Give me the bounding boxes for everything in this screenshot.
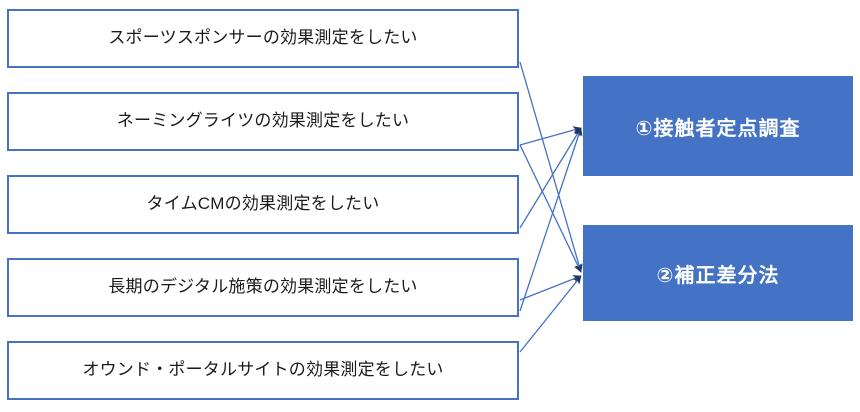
need-label-4: 長期のデジタル施策の効果測定をしたい bbox=[108, 277, 418, 297]
need-label-3: タイムCMの効果測定をしたい bbox=[146, 194, 380, 214]
need-label-5: オウンド・ポータルサイトの効果測定をしたい bbox=[82, 360, 444, 380]
need-box-3[interactable]: タイムCMの効果測定をしたい bbox=[7, 175, 519, 234]
need-box-5[interactable]: オウンド・ポータルサイトの効果測定をしたい bbox=[7, 341, 519, 400]
method-box-2[interactable]: ②補正差分法 bbox=[583, 225, 853, 321]
connector-need1-method2 bbox=[519, 61, 583, 273]
need-box-1[interactable]: スポーツスポンサーの効果測定をしたい bbox=[7, 9, 519, 68]
connector-need2-method2 bbox=[519, 144, 582, 273]
need-label-1: スポーツスポンサーの効果測定をしたい bbox=[108, 28, 418, 48]
connector-need4-method1 bbox=[519, 127, 583, 312]
connector-need2-method1 bbox=[519, 126, 582, 146]
connector-need4-method2 bbox=[519, 275, 582, 301]
need-box-4[interactable]: 長期のデジタル施策の効果測定をしたい bbox=[7, 258, 519, 317]
connector-need5-method2 bbox=[519, 275, 582, 353]
method-label-1: ①接触者定点調査 bbox=[635, 117, 801, 140]
need-box-2[interactable]: ネーミングライツの効果測定をしたい bbox=[7, 92, 519, 151]
method-label-2: ②補正差分法 bbox=[656, 264, 780, 287]
connector-need3-method1 bbox=[519, 127, 582, 229]
method-box-1[interactable]: ①接触者定点調査 bbox=[583, 76, 853, 176]
need-label-2: ネーミングライツの効果測定をしたい bbox=[116, 111, 410, 131]
